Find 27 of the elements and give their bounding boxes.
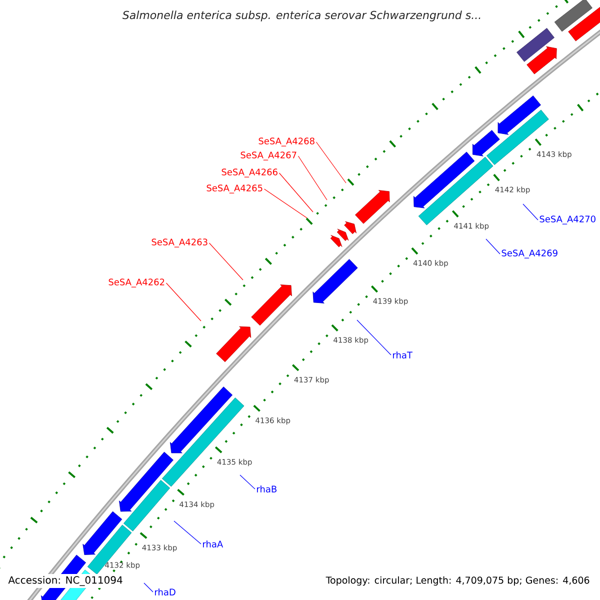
gene-label: SeSA_A4262 bbox=[108, 278, 164, 288]
leader-line bbox=[316, 142, 346, 184]
gene-label: SeSA_A4270 bbox=[540, 216, 596, 224]
gene-label: SeSA_A4267 bbox=[240, 152, 296, 160]
leader-line bbox=[486, 238, 500, 254]
leader-line bbox=[264, 188, 308, 218]
leader-line bbox=[208, 242, 244, 280]
gene-label: rhaT bbox=[393, 352, 412, 358]
gene-label: rhaA bbox=[203, 540, 224, 548]
leader-line bbox=[278, 172, 314, 212]
leader-line bbox=[166, 282, 202, 322]
leader-line bbox=[144, 582, 154, 592]
title: Salmonella enterica subsp. enterica serovar Schwarzengrund s... bbox=[122, 10, 480, 22]
leader-line bbox=[356, 320, 392, 356]
leader-line bbox=[522, 204, 538, 220]
leader-line bbox=[174, 520, 202, 544]
gene-label: SeSA_A4268 bbox=[258, 138, 314, 146]
gene-label: rhaD bbox=[155, 588, 176, 596]
gene-label: SeSA_A4265 bbox=[206, 184, 262, 194]
accession-text: Accession: NC_011094 bbox=[6, 574, 125, 588]
leader-line bbox=[298, 156, 328, 200]
gene-label: SeSA_A4266 bbox=[222, 168, 278, 178]
leader-line bbox=[240, 474, 256, 490]
genome-info-text: Topology: circular; Length: 4,709,075 bp; Genes: 4,606 bbox=[326, 576, 590, 586]
gene-label: SeSA_A4263 bbox=[152, 238, 208, 248]
gene-label: SeSA_A4269 bbox=[502, 250, 558, 258]
gene-label: rhaB bbox=[257, 486, 276, 492]
